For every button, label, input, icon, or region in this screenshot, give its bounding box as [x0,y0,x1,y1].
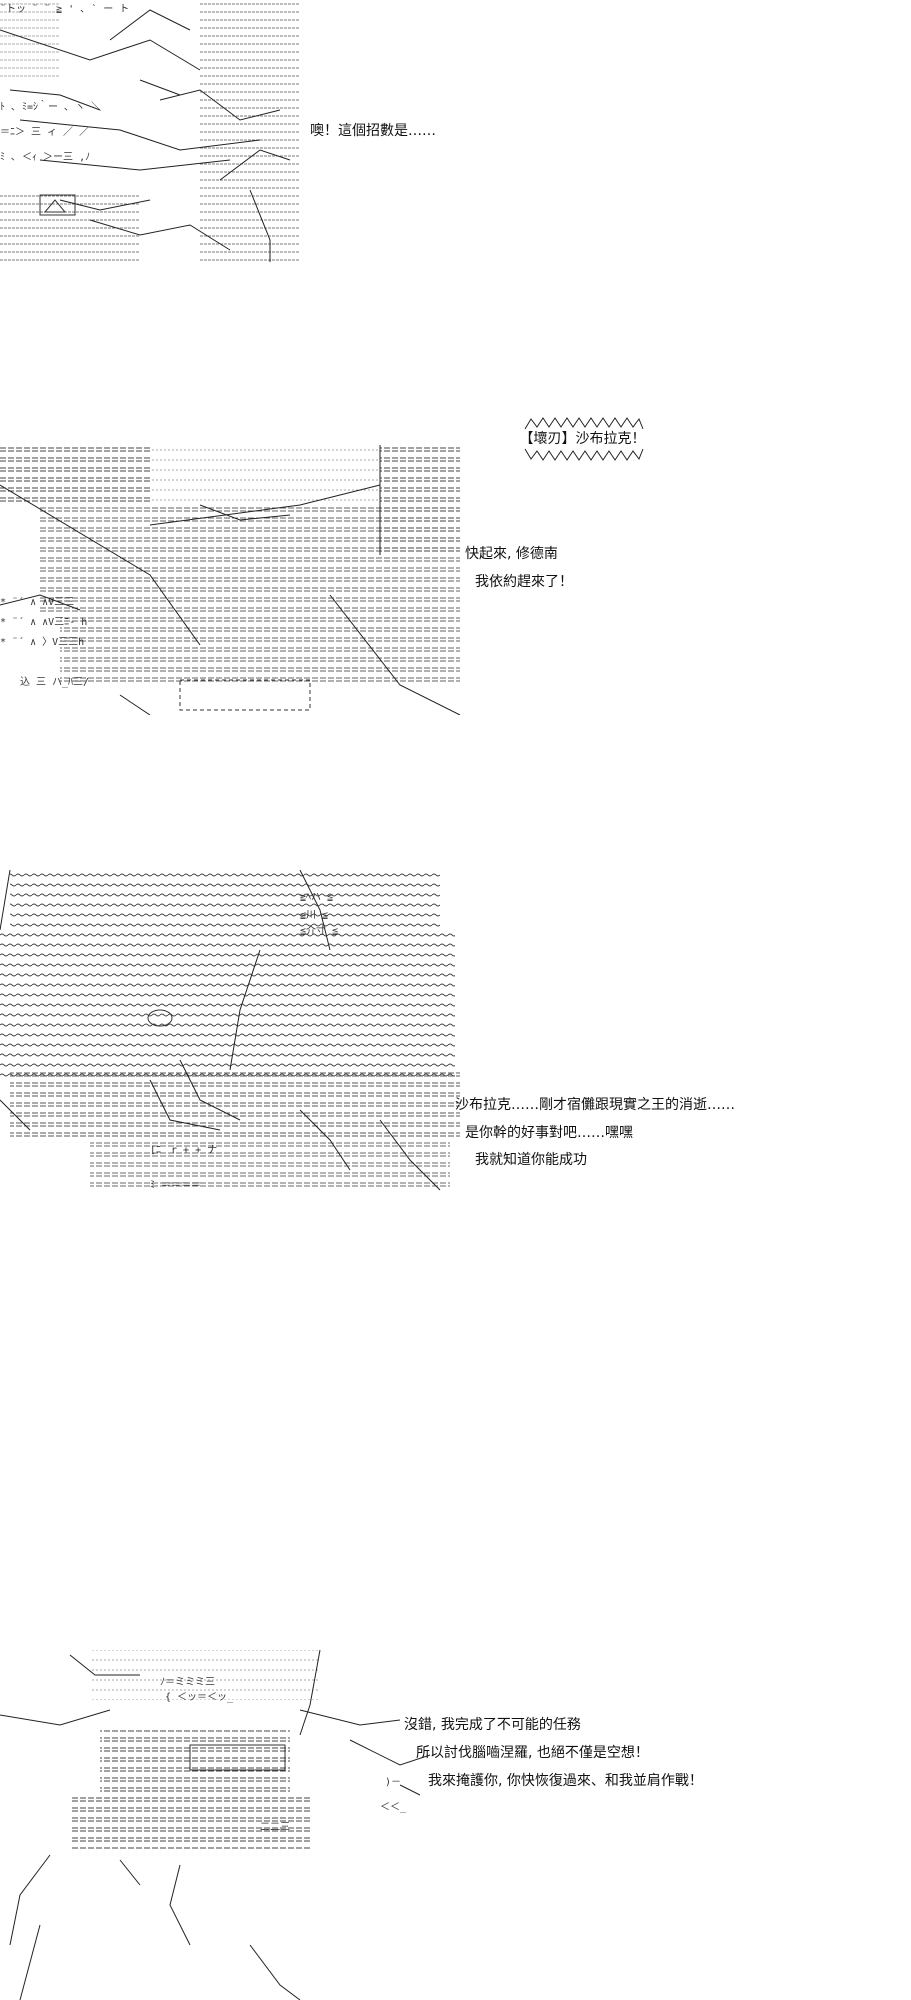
svg-text:ﾐ ＝＝＝＝: ﾐ ＝＝＝＝ [150,1180,201,1191]
svg-text:[ﾆ r + + ナ: [ﾆ r + + ナ [150,1144,217,1156]
svg-text:ﾄ ､ ﾐ=ｼ｀ー ､ ヽ ＼: ﾄ ､ ﾐ=ｼ｀ー ､ ヽ ＼ [0,99,101,113]
aa-art-panel-4: ﾉ＝ミミミ三 { ＜ッ＝＜ッ_ 二二三 )－ ＜＜_ [0,1645,440,2000]
svg-text:二二三: 二二三 [260,1822,290,1833]
panel-4-line-2: 所以討伐腦嚙涅羅, 也絕不僅是空想！ [416,1745,649,1761]
svg-text:¨トッ ¨ ¨ ≧ ' ､ ` ー ト: ¨トッ ¨ ¨ ≧ ' ､ ` ー ト [0,3,129,15]
svg-text:* ¨´ ∧ ∧V三ﾆ- h: * ¨´ ∧ ∧V三ﾆ- h [0,616,87,628]
svg-text:込 三 ハ_ﾊ三/: 込 三 ハ_ﾊ三/ [20,676,89,688]
svg-text:≦介寸 ≦: ≦介寸 ≦ [300,924,338,937]
aa-art-panel-2: * ¨´ ∧ ∧V三三 * ¨´ ∧ ∧V三ﾆ- h * ¨´ ∧ 〉V三三h … [0,445,470,715]
panel-4-line-3: 我來掩護你, 你快恢復過來、和我並肩作戰！ [428,1773,703,1789]
panel-3-line-2: 是你幹的好事對吧……嘿嘿 [465,1125,633,1141]
panel-1-line-1: 噢！這個招數是…… [310,123,436,139]
panel-2-line-2: 我依約趕來了！ [475,574,573,590]
panel-3-line-3: 我就知道你能成功 [475,1152,587,1168]
svg-text:≧ﾍハ ≦: ≧ﾍハ ≦ [300,892,333,903]
aa-art-panel-1: ¨トッ ¨ ¨ ≧ ' ､ ` ー ト ﾄ ､ ﾐ=ｼ｀ー ､ ヽ ＼ ＝ﾆ＞ … [0,0,300,262]
svg-text:* ¨´ ∧ ∧V三三: * ¨´ ∧ ∧V三三 [0,596,74,608]
svg-text:{ ＜ッ＝＜ッ_: { ＜ッ＝＜ッ_ [165,1692,234,1703]
svg-text:)－: )－ [385,1777,401,1788]
aa-art-panel-3: ≧ﾍハ ≦ ≦川 ≦ ≦介寸 ≦ [ﾆ r + + ナ ﾐ ＝＝＝＝ [0,870,465,1200]
shout-text: 【壞刃】沙布拉克！ [519,431,646,447]
svg-text:* ¨´ ∧ 〉V三三h: * ¨´ ∧ 〉V三三h [0,636,84,648]
panel-3-line-1: 沙布拉克……剛才宿儺跟現實之王的消逝…… [455,1097,735,1113]
svg-text:＜＜_: ＜＜_ [380,1802,407,1813]
svg-text:ﾐ ､ ＜ｨ ＞ー三 ,ﾉ: ﾐ ､ ＜ｨ ＞ー三 ,ﾉ [0,152,90,163]
svg-text:＝ﾆ＞ 三 ィ ／ ／: ＝ﾆ＞ 三 ィ ／ ／ [0,126,89,138]
shout-burst: 【壞刃】沙布拉克！ [515,415,650,463]
svg-text:ﾉ＝ミミミ三: ﾉ＝ミミミ三 [160,1677,215,1688]
panel-2-line-1: 快起來, 修德南 [465,546,558,562]
panel-4-line-1: 沒錯, 我完成了不可能的任務 [404,1717,581,1733]
svg-text:≦川 ≦: ≦川 ≦ [300,910,328,921]
